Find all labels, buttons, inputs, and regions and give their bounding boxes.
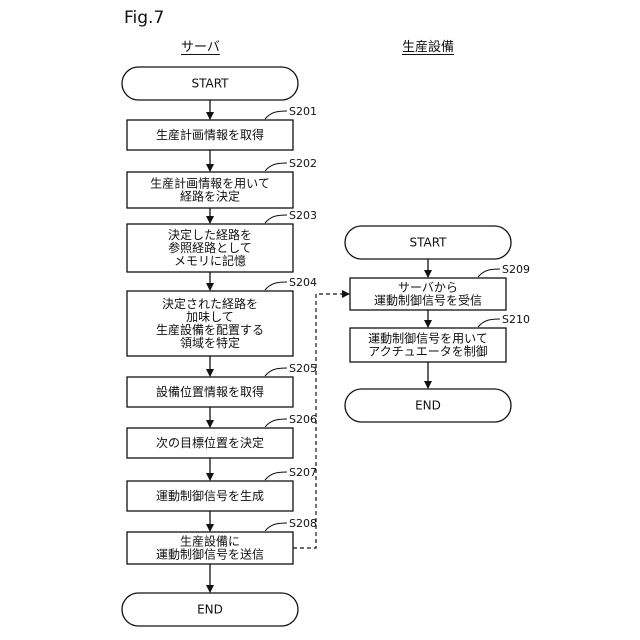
equipment-end-terminal-label: END [415, 399, 441, 413]
equipment-step-s209-id: S209 [502, 263, 530, 276]
server-step-s202-id-leader [265, 163, 287, 171]
server-step-s201-line-1: 生産計画情報を取得 [156, 127, 264, 142]
server-step-s205-id-leader [265, 368, 287, 376]
equipment-step-s210-id-leader [478, 319, 500, 327]
server-end-terminal-label: END [197, 603, 223, 617]
server-step-s202-id: S202 [289, 157, 317, 170]
server-step-s206-line-1: 次の目標位置を決定 [156, 435, 264, 450]
server-step-s201-id: S201 [289, 105, 317, 118]
equipment-step-s210: 運動制御信号を用いてアクチュエータを制御 S210 [350, 313, 530, 362]
server-step-s203-id: S203 [289, 209, 317, 222]
server-step-s208-line-1: 生産設備に [180, 534, 240, 549]
server-step-s204-line-2: 加味して [186, 310, 234, 324]
server-step-s204-line-4: 領域を特定 [180, 335, 240, 350]
server-step-s207-id: S207 [289, 466, 317, 479]
server-step-s208-id-leader [265, 523, 287, 531]
server-step-s207: 運動制御信号を生成 S207 [127, 466, 317, 511]
equipment-step-s209-line-1: サーバから [398, 281, 458, 295]
server-step-s201-id-leader [265, 111, 287, 119]
server-step-s208-id: S208 [289, 517, 317, 530]
server-step-s203-line-3: メモリに記憶 [174, 253, 246, 268]
server-step-s204-id: S204 [289, 276, 317, 289]
server-step-s204-id-leader [265, 282, 287, 290]
equipment-step-s210-id: S210 [502, 313, 530, 326]
server-step-s206-id: S206 [289, 413, 317, 426]
equipment-step-s209-id-leader [478, 269, 500, 277]
server-step-s205: 設備位置情報を取得 S205 [127, 362, 317, 407]
server-step-s204-line-3: 生産設備を配置する [156, 322, 264, 337]
server-step-s208-line-2: 運動制御信号を送信 [156, 547, 264, 562]
server-step-s207-id-leader [265, 472, 287, 480]
server-step-s204-line-1: 決定された経路を [162, 296, 258, 311]
equipment-end-terminal: END [345, 389, 511, 422]
server-step-s202: 生産計画情報を用いて経路を決定 S202 [127, 157, 317, 208]
equipment-start-terminal: START [345, 226, 511, 259]
server-step-s206: 次の目標位置を決定 S206 [127, 413, 317, 458]
server-step-s207-line-1: 運動制御信号を生成 [156, 488, 264, 503]
server-step-s208: 生産設備に運動制御信号を送信 S208 [127, 517, 317, 564]
server-step-s202-line-2: 経路を決定 [180, 189, 240, 204]
server-step-s206-id-leader [265, 419, 287, 427]
server-step-s205-id: S205 [289, 362, 317, 375]
server-step-s205-line-1: 設備位置情報を取得 [156, 384, 264, 399]
equipment-step-s210-line-1: 運動制御信号を用いて [368, 331, 488, 346]
server-start-terminal: START [122, 67, 298, 100]
server-step-s204: 決定された経路を加味して生産設備を配置する領域を特定 S204 [127, 276, 317, 356]
equipment-step-s210-line-2: アクチュエータを制御 [368, 344, 487, 359]
equipment-step-s209: サーバから運動制御信号を受信 S209 [350, 263, 530, 310]
server-step-s203: 決定した経路を参照経路としてメモリに記憶 S203 [127, 209, 317, 272]
equipment-start-terminal-label: START [409, 236, 447, 250]
server-step-s203-id-leader [265, 215, 287, 223]
server-step-s203-line-1: 決定した経路を [168, 227, 252, 242]
server-start-terminal-label: START [191, 77, 229, 91]
server-end-terminal: END [122, 593, 298, 626]
server-step-s203-line-2: 参照経路として [168, 240, 252, 255]
server-step-s202-line-1: 生産計画情報を用いて [150, 176, 270, 191]
server-step-s201: 生産計画情報を取得 S201 [127, 105, 317, 150]
equipment-step-s209-line-2: 運動制御信号を受信 [374, 293, 482, 308]
nodes: START 生産計画情報を取得 S201 生産計画情報を用いて経路を決定 S202 決定し… [122, 67, 530, 626]
